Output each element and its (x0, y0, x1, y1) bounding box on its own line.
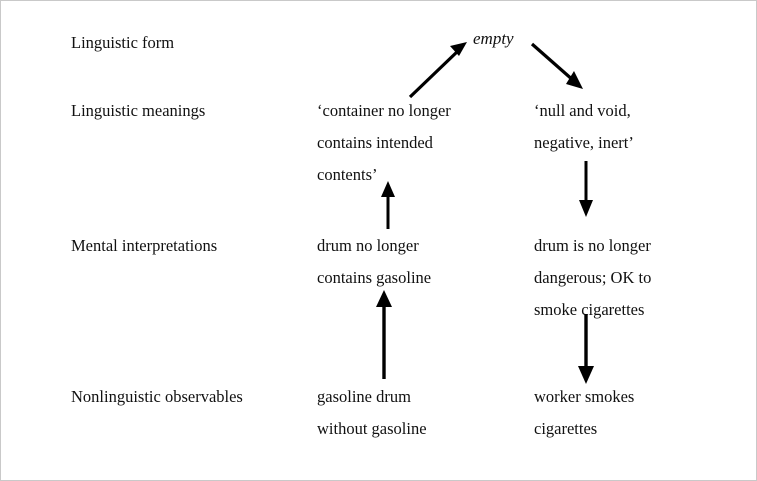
row-label-nonlinguistic-observables: Nonlinguistic observables (71, 387, 243, 406)
cell-meaning-left-line-2: contains intended (317, 133, 433, 152)
cell-mental-right-line-1: drum is no longer (534, 236, 651, 255)
cell-observable-left-line-2: without gasoline (317, 419, 427, 438)
cell-meaning-right-line-2: negative, inert’ (534, 133, 634, 152)
cell-observable-right-line-2: cigarettes (534, 419, 598, 438)
cell-meaning-right-line-1: ‘null and void, (534, 101, 631, 120)
cell-meaning-left-line-3: contents’ (317, 165, 378, 184)
cell-mental-right-line-2: dangerous; OK to (534, 268, 652, 287)
row-label-linguistic-form: Linguistic form (71, 33, 175, 52)
cell-meaning-left-line-1: ‘container no longer (317, 101, 451, 120)
cell-meaning-right: ‘null and void, negative, inert’ (534, 95, 634, 159)
arrow-meaning-left-to-term (408, 42, 467, 99)
cell-meaning-left: ‘container no longer contains intended c… (317, 95, 451, 191)
cell-observable-left: gasoline drum without gasoline (317, 381, 427, 445)
cell-observable-right-line-1: worker smokes (534, 387, 635, 406)
arrow-observable-left-to-mental-left (376, 290, 392, 379)
arrow-term-to-meaning-right (530, 42, 583, 89)
term-empty: empty (473, 29, 514, 48)
cell-mental-left-line-2: contains gasoline (317, 268, 432, 287)
row-label-linguistic-meanings: Linguistic meanings (71, 101, 206, 120)
cell-mental-left-line-1: drum no longer (317, 236, 419, 255)
cell-mental-right-line-3: smoke cigarettes (534, 300, 645, 319)
cell-mental-right: drum is no longer dangerous; OK to smoke… (534, 230, 651, 326)
row-label-mental-interpretations: Mental interpretations (71, 236, 218, 255)
cell-observable-right: worker smokes cigarettes (534, 381, 634, 445)
cell-mental-left: drum no longer contains gasoline (317, 230, 431, 294)
arrow-meaning-right-to-mental-right (579, 161, 593, 217)
cell-observable-left-line-1: gasoline drum (317, 387, 411, 406)
